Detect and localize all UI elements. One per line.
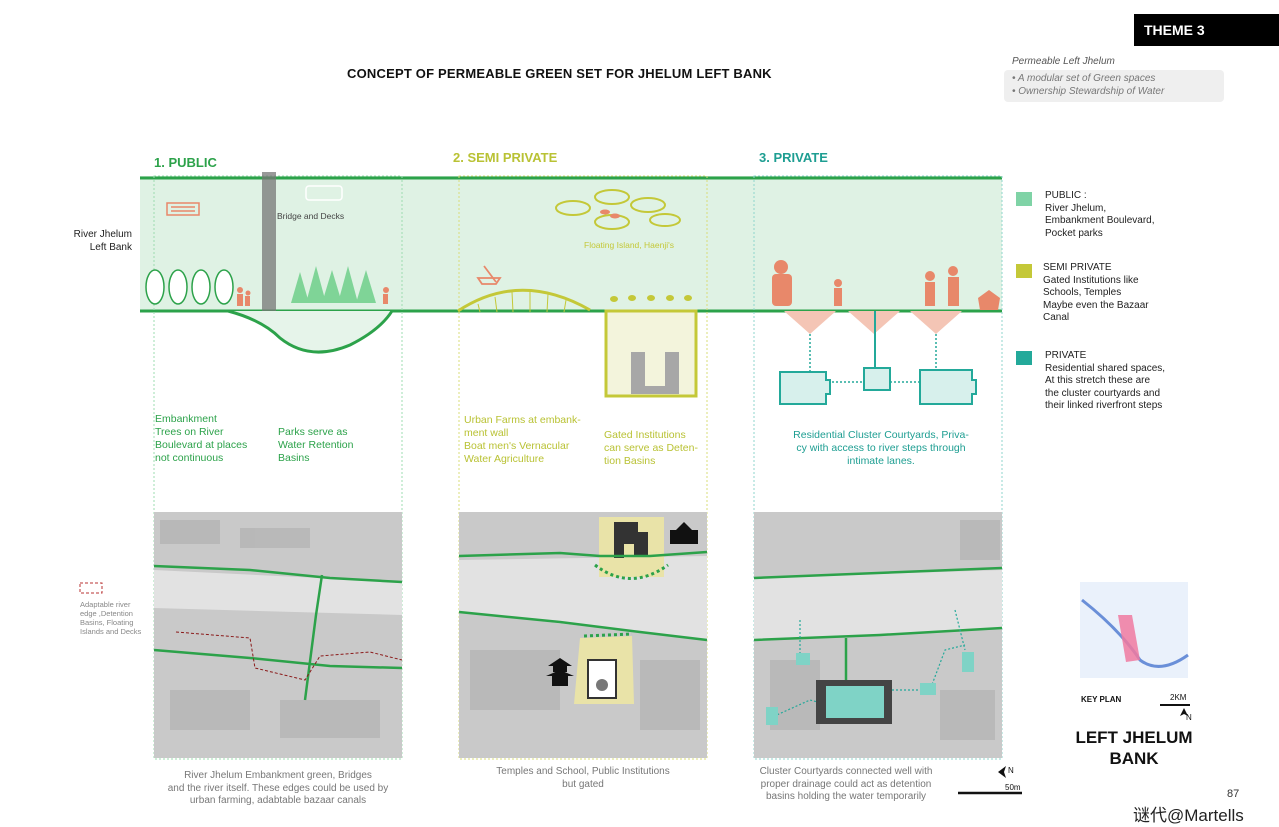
river-steps bbox=[784, 311, 962, 334]
subtitle-heading: Permeable Left Jhelum bbox=[1012, 56, 1115, 67]
temple-edge bbox=[583, 632, 633, 638]
people-icon bbox=[237, 287, 251, 306]
legend-private-text: PRIVATE Residential shared spaces, At th… bbox=[1045, 350, 1166, 411]
river-label: River Jhelum Left Bank bbox=[73, 229, 132, 253]
subtitle-box bbox=[1004, 70, 1224, 102]
semi-note-farms: Urban Farms at embank- ment wall Boat me… bbox=[464, 414, 581, 465]
pine-trees-icon bbox=[291, 266, 376, 303]
people-group-icon bbox=[772, 260, 1000, 310]
small-north-arrow-icon bbox=[998, 766, 1006, 778]
legend-public-text: PUBLIC : River Jhelum, Embankment Boulev… bbox=[1045, 190, 1155, 239]
river-band bbox=[140, 176, 1002, 312]
gated-institution-basin bbox=[604, 309, 698, 398]
institution-building bbox=[631, 352, 679, 394]
school-building bbox=[614, 522, 648, 558]
legend-public-swatch bbox=[1016, 192, 1032, 206]
section-semi-private-heading: 2. SEMI PRIVATE bbox=[453, 150, 558, 165]
small-north-label: N bbox=[1008, 766, 1014, 775]
semi-private-frame bbox=[458, 175, 708, 760]
key-plan-label: KEY PLAN bbox=[1081, 695, 1122, 704]
semi-note-institutions: Gated Institutions can serve as Deten- t… bbox=[604, 429, 698, 467]
legend-semi-private-text: SEMI PRIVATE Gated Institutions like Sch… bbox=[1043, 262, 1149, 323]
page-title: CONCEPT OF PERMEABLE GREEN SET FOR JHELU… bbox=[347, 66, 772, 81]
semi-map-lines bbox=[458, 550, 708, 642]
public-note-trees: Embankment Trees on River Boulevard at p… bbox=[155, 413, 248, 464]
section-private-heading: 3. PRIVATE bbox=[759, 150, 828, 165]
courtyard-clusters bbox=[779, 367, 977, 405]
cluster-courtyard bbox=[826, 686, 884, 718]
bridge-pillar-icon bbox=[262, 172, 276, 318]
section-public-heading: 1. PUBLIC bbox=[154, 155, 217, 170]
retention-basin bbox=[227, 309, 394, 354]
subtitle-item: • Ownership Stewardship of Water bbox=[1012, 86, 1165, 97]
small-scale-label: 50m bbox=[1005, 783, 1021, 792]
page-number: 87 bbox=[1227, 788, 1240, 800]
temple-core bbox=[596, 679, 608, 691]
private-river bbox=[754, 570, 1002, 640]
farm-mound bbox=[457, 288, 591, 313]
school-icon bbox=[670, 522, 698, 544]
school-edge bbox=[594, 563, 669, 580]
private-frame bbox=[753, 175, 1003, 760]
private-note: Residential Cluster Courtyards, Priva- c… bbox=[793, 429, 969, 467]
fish-icon bbox=[600, 209, 620, 219]
theme-badge: THEME 3 bbox=[1134, 14, 1279, 46]
adaptable-edge-note: Adaptable river edge ,Detention Basins, … bbox=[80, 600, 142, 636]
private-caption: Cluster Courtyards connected well with p… bbox=[759, 766, 933, 802]
floating-island-label: Floating Island, Haenji's bbox=[584, 240, 674, 250]
public-note-parks: Parks serve as Water Retention Basins bbox=[278, 426, 354, 464]
subtitle-item: • A modular set of Green spaces bbox=[1012, 73, 1156, 84]
farm-mound-ribs bbox=[477, 291, 567, 313]
key-plan-north: N bbox=[1186, 713, 1192, 722]
boat-house-icon bbox=[166, 202, 200, 216]
key-plan-scale: 2KM bbox=[1170, 693, 1187, 702]
tree-dots-icon bbox=[610, 295, 692, 302]
legend-private-swatch bbox=[1016, 351, 1032, 365]
person-icon bbox=[383, 287, 389, 304]
courtyard-links bbox=[809, 334, 937, 383]
deck-icon bbox=[305, 185, 343, 201]
bridge-label: Bridge and Decks bbox=[277, 211, 345, 221]
semi-private-caption: Temples and School, Public Institutions … bbox=[496, 766, 670, 790]
adaptable-edge-lines bbox=[175, 631, 403, 681]
floating-island-icon bbox=[555, 189, 681, 230]
key-plan-highlight bbox=[1118, 615, 1140, 662]
public-caption: River Jhelum Embankment green, Bridges a… bbox=[167, 770, 389, 806]
north-arrow-icon bbox=[1180, 708, 1188, 716]
location-title: LEFT JHELUM BANK bbox=[1075, 728, 1193, 768]
public-map-lines bbox=[153, 564, 403, 701]
trees-icon bbox=[145, 269, 234, 305]
watermark: 谜代@Martells bbox=[1133, 806, 1244, 825]
public-frame bbox=[153, 175, 403, 760]
map-texture bbox=[160, 520, 1000, 740]
public-river bbox=[154, 570, 402, 615]
legend-semi-private-swatch bbox=[1016, 264, 1032, 278]
adaptable-edge-swatch bbox=[79, 582, 103, 594]
pagoda-icon bbox=[546, 658, 574, 686]
small-courtyards bbox=[766, 652, 974, 725]
boat-icon bbox=[476, 265, 502, 285]
